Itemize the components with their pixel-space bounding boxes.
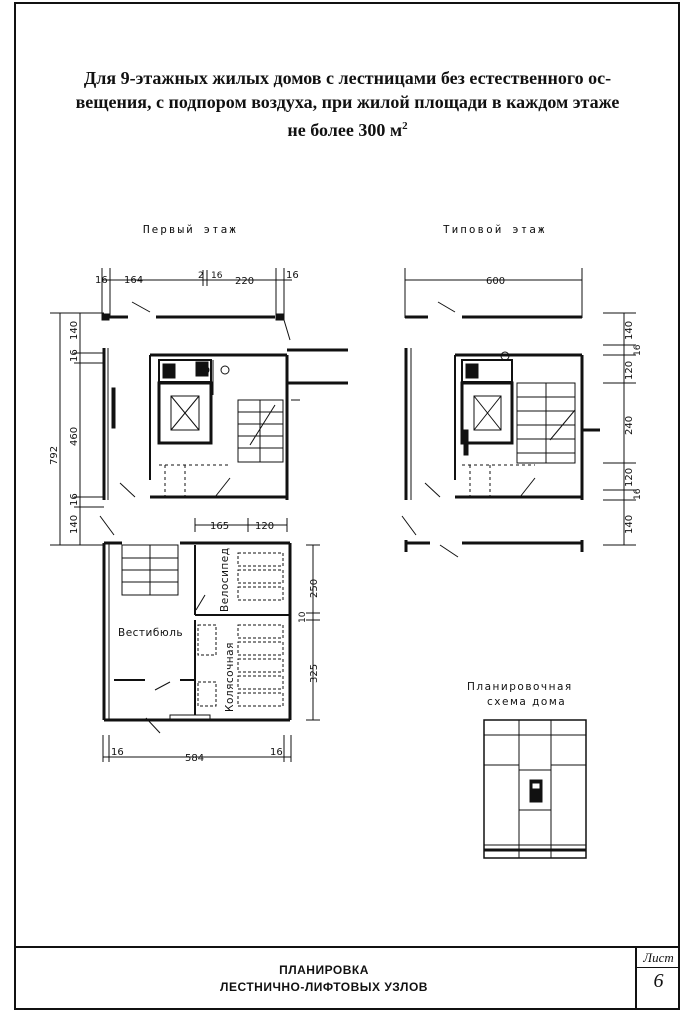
dim-left-460: 460	[69, 427, 80, 446]
sheet-number: 6	[653, 970, 664, 992]
dim-bot-16b: 16	[270, 747, 283, 758]
site-scheme-title-1: Планировочная	[467, 681, 573, 693]
sheet-heading: Для 9-этажных жилых домов с лестницами б…	[20, 66, 675, 142]
heading-line-2: вещения, с подпором воздуха, при жилой п…	[75, 92, 620, 112]
heading-superscript: 2	[402, 120, 408, 132]
dim-top-16c: 16	[286, 270, 299, 281]
dim-typ-240: 240	[624, 416, 635, 435]
dim-right-325: 325	[309, 664, 320, 683]
dim-left-140a: 140	[69, 321, 80, 340]
title-block: ПЛАНИРОВКА ЛЕСТНИЧНО-ЛИФТОВЫХ УЗЛОВ Лист…	[14, 946, 680, 1010]
sheet-number-box: Лист 6	[635, 948, 680, 1010]
dim-left-140b: 140	[69, 515, 80, 534]
heading-line-1: Для 9-этажных жилых домов с лестницами б…	[83, 68, 612, 88]
typical-floor-plan	[401, 268, 636, 558]
heading-line-3: не более 300 м2	[20, 114, 675, 142]
dim-typ-16a: 16	[633, 344, 643, 356]
floor-plans-drawing: 16 164 2 16 220 16 140 16 460 792 16 140…	[49, 268, 643, 859]
dim-right-250: 250	[309, 579, 320, 598]
first-floor-plan	[50, 268, 348, 762]
dim-right-10: 10	[298, 611, 308, 623]
dim-left-792: 792	[49, 446, 60, 465]
dim-mid-120: 120	[255, 521, 274, 532]
dim-typ-120b: 120	[624, 468, 635, 487]
first-floor-title: Первый этаж	[143, 223, 238, 236]
title-block-name: ПЛАНИРОВКА ЛЕСТНИЧНО-ЛИФТОВЫХ УЗЛОВ	[14, 962, 634, 996]
dim-typ-600: 600	[486, 276, 505, 287]
sheet-label: Лист	[637, 949, 680, 968]
dim-typ-120a: 120	[624, 361, 635, 380]
dim-typ-140a: 140	[624, 321, 635, 340]
drawing-sheet	[14, 2, 680, 1010]
room-stroller-label: Колясочная	[224, 642, 236, 712]
dim-top-164: 164	[124, 275, 143, 286]
room-bicycle-label: Велосипед	[219, 548, 231, 612]
heading-line-3-text: не более 300 м	[287, 120, 403, 140]
dim-left-16a: 16	[69, 349, 80, 362]
site-scheme-title-2: схема дома	[487, 696, 566, 708]
dim-top-16b: 16	[211, 271, 223, 281]
dim-top-2: 2	[198, 271, 204, 281]
dim-typ-140b: 140	[624, 515, 635, 534]
room-lobby-label: Вестибюль	[118, 627, 183, 639]
dim-top-16a: 16	[95, 275, 108, 286]
dim-left-16b: 16	[69, 493, 80, 506]
dim-mid-165: 165	[210, 521, 229, 532]
dim-top-220: 220	[235, 276, 254, 287]
title-line-1: ПЛАНИРОВКА	[279, 963, 369, 977]
typical-floor-title: Типовой этаж	[443, 223, 547, 236]
site-scheme	[483, 719, 587, 859]
dim-typ-16b: 16	[633, 488, 643, 500]
title-line-2: ЛЕСТНИЧНО-ЛИФТОВЫХ УЗЛОВ	[220, 980, 428, 994]
dim-bot-584: 584	[185, 753, 204, 764]
dim-bot-16a: 16	[111, 747, 124, 758]
